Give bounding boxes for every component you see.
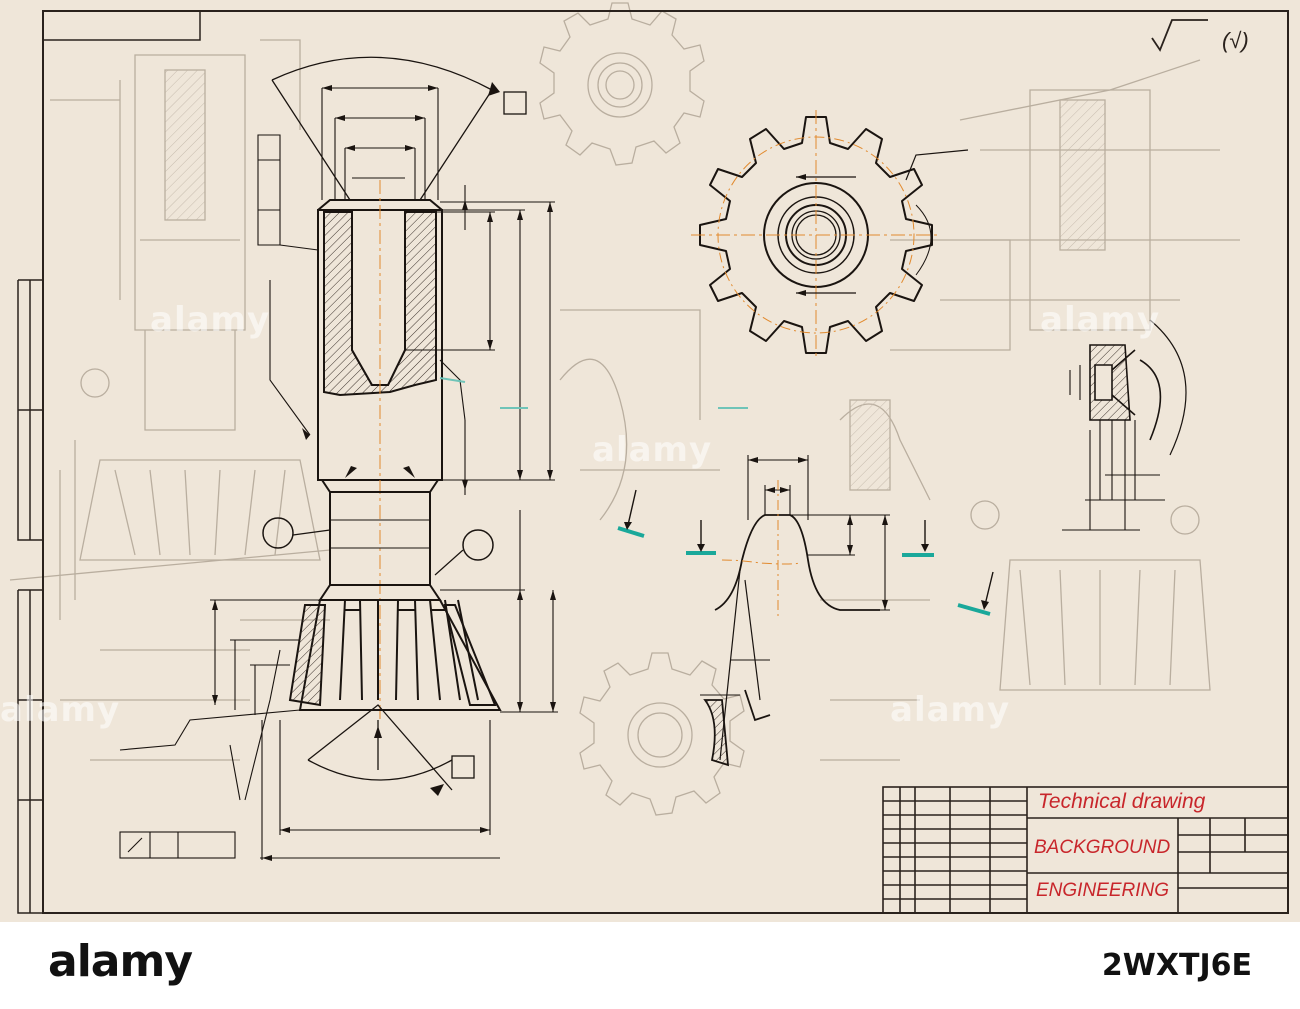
faded-background-drawings xyxy=(9,2,1240,816)
watermark-logo: alamy xyxy=(1040,300,1161,340)
footer-image-id: 2WXTJ6E xyxy=(1101,948,1252,983)
stock-footer: alamy 2WXTJ6E xyxy=(0,922,1300,1009)
section-marker-arrows xyxy=(624,489,994,610)
footer-logo: alamy xyxy=(48,936,193,987)
tooth-detail-arrows xyxy=(748,457,888,610)
title-block-line-2: BACKGROUND xyxy=(1034,837,1171,858)
spur-gear-front-view xyxy=(691,110,969,360)
roughness-note: (√) xyxy=(1222,28,1249,53)
dimension-arrows xyxy=(212,85,556,861)
title-block-frame xyxy=(882,786,1289,914)
right-section-detail xyxy=(1062,319,1187,531)
bevel-gear-shaft xyxy=(262,56,527,796)
roughness-symbol xyxy=(1151,19,1208,52)
sheet-frame xyxy=(17,10,1289,914)
watermark-logo: alamy xyxy=(592,430,713,470)
technical-drawing xyxy=(9,2,1289,914)
watermark-logo: alamy xyxy=(0,690,121,730)
drawing-sheet: (√) Technical drawing BACKGROUND ENGINEE… xyxy=(0,0,1300,922)
watermark-logo: alamy xyxy=(890,690,1011,730)
tooth-profile-detail xyxy=(700,455,890,767)
title-block-line-3: ENGINEERING xyxy=(1036,880,1170,901)
section-markers xyxy=(439,377,991,616)
title-block-line-1: Technical drawing xyxy=(1038,790,1206,813)
watermark-logo: alamy xyxy=(150,300,271,340)
